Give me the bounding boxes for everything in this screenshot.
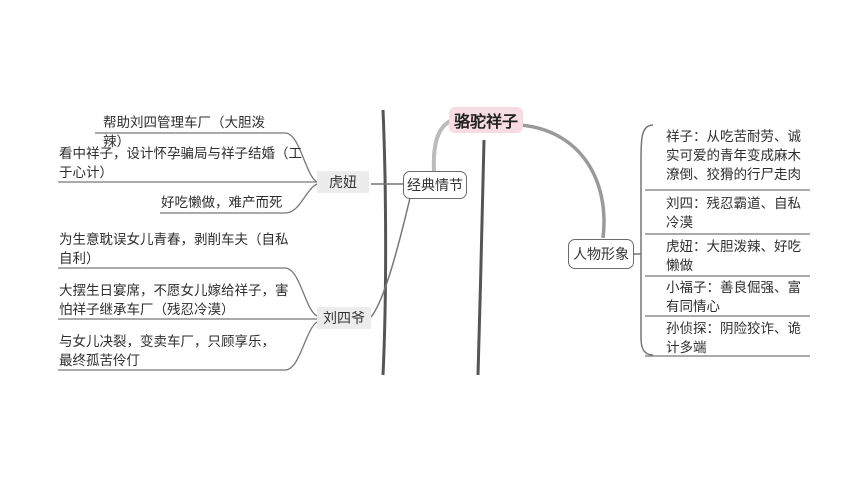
liusiye-group-node: 刘四爷 <box>317 307 371 329</box>
huniu-item-2: 看中祥子，设计怀孕骗局与祥子结婚（工于心计） <box>59 146 302 181</box>
huniu-line-3 <box>160 183 318 214</box>
liusiye-line-1 <box>58 267 318 317</box>
character-item-sunzhentan: 孙侦探：阴险狡诈、诡计多端 <box>666 321 801 356</box>
liusiye-item-3: 与女儿决裂，变卖车厂，只顾享乐，最终孤苦伶仃 <box>59 334 275 369</box>
characters-branch-node: 人物形象 <box>568 239 634 269</box>
huniu-line-1 <box>95 132 318 183</box>
root-to-characters-line <box>519 123 606 239</box>
huniu-group-node: 虎妞 <box>317 171 369 193</box>
liusiye-item-1: 为生意耽误女儿青春，剥削车夫（自私自利） <box>59 232 289 267</box>
liusiye-line-3 <box>58 321 318 371</box>
plot-branch-node: 经典情节 <box>403 171 467 199</box>
character-item-huniu: 虎妞：大胆泼辣、好吃懒做 <box>666 239 801 274</box>
root-node: 骆驼祥子 <box>449 107 523 133</box>
character-item-xiangzi: 祥子：从吃苦耐劳、诚实可爱的青年变成麻木潦倒、狡猾的行尸走肉 <box>666 129 801 183</box>
plot-to-liusiye-line <box>370 197 411 318</box>
character-bracket-line <box>640 124 654 356</box>
huniu-item-3: 好吃懒做，难产而死 <box>161 195 283 211</box>
character-item-xiaofuzi: 小福子：善良倔强、富有同情心 <box>666 280 801 315</box>
liusiye-item-2: 大摆生日宴席，不愿女儿嫁给祥子，害怕祥子继承车厂（残忍冷漠） <box>59 283 289 318</box>
character-item-liusi: 刘四：残忍霸道、自私冷漠 <box>666 196 801 231</box>
huniu-item-1: 帮助刘四管理车厂（大胆泼辣） <box>103 115 265 150</box>
center-trunk-line <box>476 139 486 376</box>
left-trunk-line <box>381 109 388 376</box>
